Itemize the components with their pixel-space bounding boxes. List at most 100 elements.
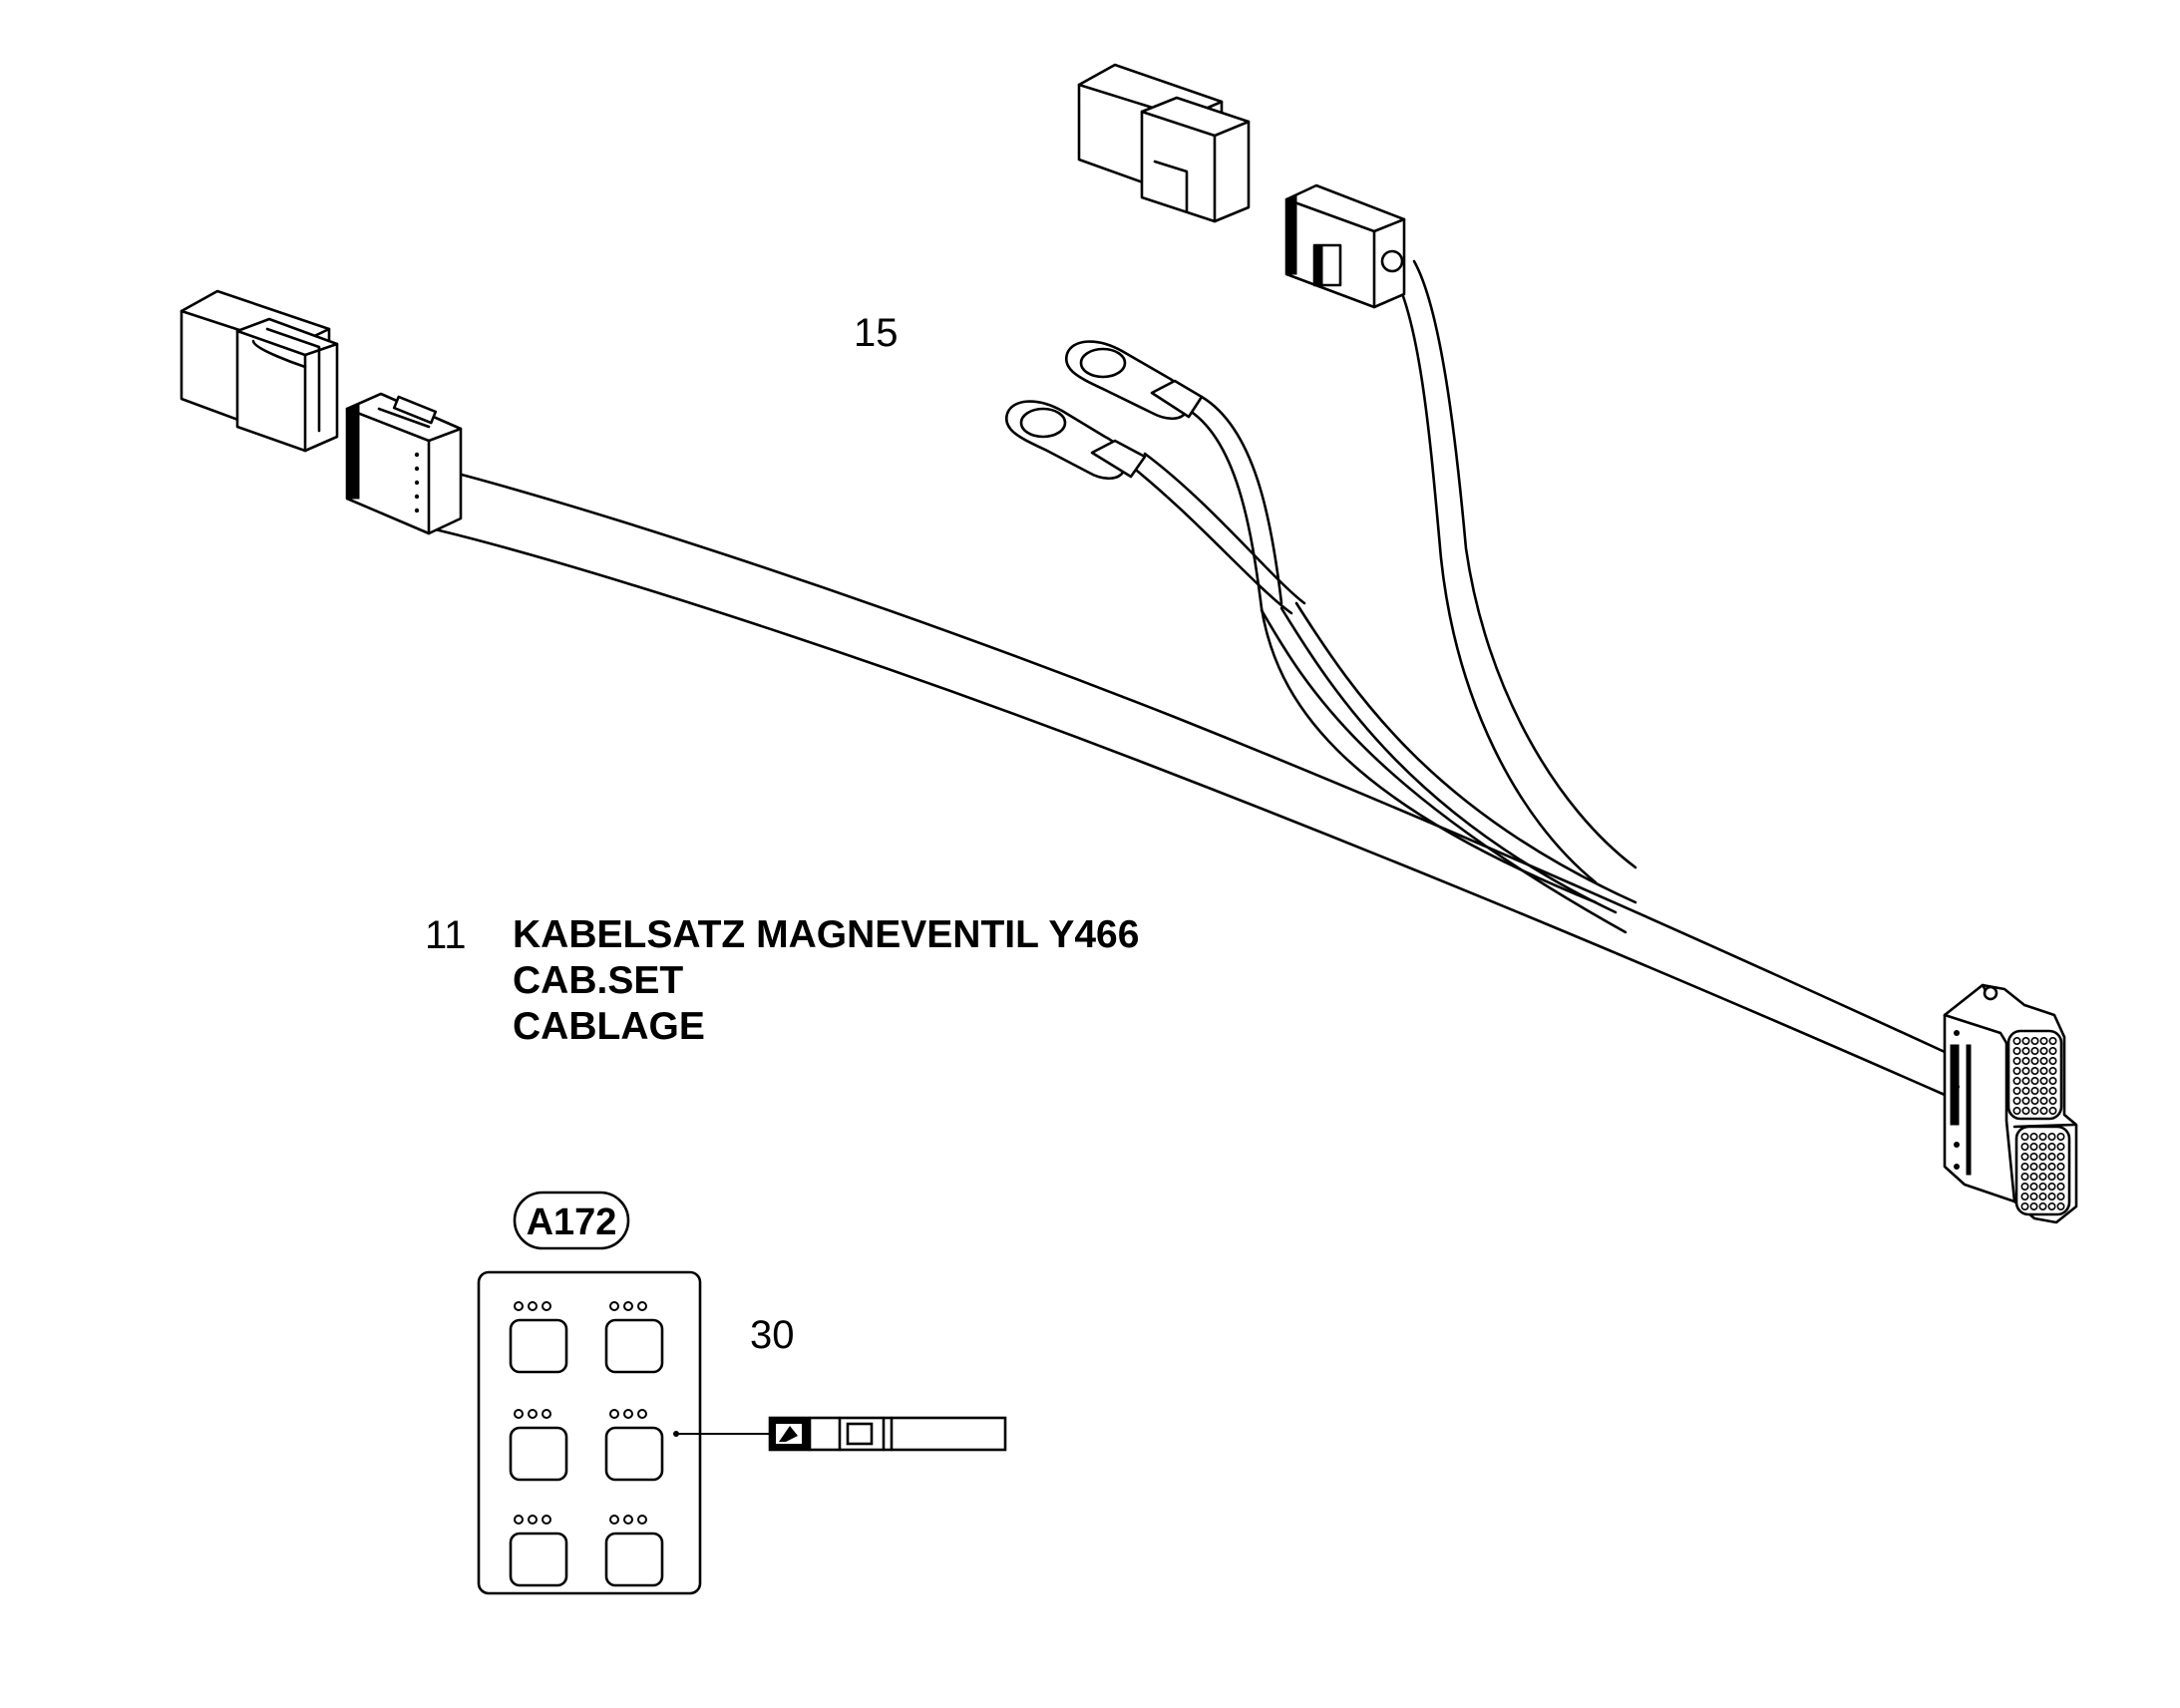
plug-pin — [2029, 1202, 2038, 1211]
plug-pin — [2030, 1087, 2039, 1096]
plug-pin — [2038, 1202, 2047, 1211]
plug-pin — [2039, 1107, 2048, 1116]
reference-tag-label: A172 — [527, 1201, 617, 1243]
block-cavity — [509, 1301, 568, 1374]
plug-pins-lower — [2014, 1125, 2071, 1216]
plug-pin — [2020, 1173, 2029, 1182]
plug-pin — [2039, 1057, 2048, 1066]
title-line-de: KABELSATZ MAGNEVENTIL Y466 — [513, 913, 1139, 956]
plug-pin — [2020, 1153, 2029, 1162]
plug-pin — [2038, 1143, 2047, 1152]
plug-pin — [2020, 1183, 2029, 1192]
title-callout-number: 11 — [425, 913, 467, 957]
plug-pin — [2030, 1077, 2039, 1086]
plug-pin — [2012, 1057, 2021, 1066]
plug-pin — [2021, 1067, 2030, 1076]
plug-pin — [2039, 1037, 2048, 1046]
plug-pin — [2038, 1173, 2047, 1182]
plug-pin — [2029, 1193, 2038, 1201]
ring-terminal-lower — [1004, 400, 1147, 481]
plug-pin — [2048, 1097, 2057, 1106]
plug-pin — [2047, 1133, 2056, 1142]
plug-pin — [2038, 1163, 2047, 1172]
plug-pin — [2047, 1183, 2056, 1192]
plug-pin — [2029, 1173, 2038, 1182]
plug-pin — [2021, 1077, 2030, 1086]
plug-pin — [2021, 1047, 2030, 1056]
plug-pin — [2029, 1163, 2038, 1172]
plug-pin — [2038, 1133, 2047, 1142]
plug-pin — [2047, 1163, 2056, 1172]
plug-pin — [2056, 1133, 2065, 1142]
plug-pin — [2056, 1163, 2065, 1172]
plug-pin — [2056, 1183, 2065, 1192]
block-cavity — [604, 1515, 664, 1587]
pin-contact-icon — [768, 1416, 1007, 1452]
top-connector-assembly — [1077, 63, 1406, 309]
plug-pin — [2021, 1037, 2030, 1046]
plug-pin — [2048, 1057, 2057, 1066]
plug-pin — [2048, 1077, 2057, 1086]
plug-pin — [2039, 1047, 2048, 1056]
plug-pin — [2012, 1067, 2021, 1076]
plug-pin — [2020, 1133, 2029, 1142]
main-cable — [429, 465, 1947, 1097]
plug-pin — [2012, 1097, 2021, 1106]
plug-pin — [2030, 1107, 2039, 1116]
plug-pin — [2056, 1143, 2065, 1152]
block-cavity — [604, 1301, 664, 1374]
block-cavity — [509, 1409, 568, 1482]
title-line-fr: CABLAGE — [513, 1005, 705, 1048]
plug-pin — [2039, 1087, 2048, 1096]
plug-pin — [2039, 1067, 2048, 1076]
plug-pin — [2012, 1037, 2021, 1046]
ring-terminal-upper — [1064, 340, 1204, 421]
plug-pin — [2047, 1153, 2056, 1162]
plug-pin — [2020, 1163, 2029, 1172]
plug-pin — [2056, 1202, 2065, 1211]
plug-pin — [2021, 1107, 2030, 1116]
reference-tag: A172 — [513, 1191, 630, 1250]
ring-terminal-wires — [1130, 395, 1637, 934]
multi-pin-plug — [1943, 983, 2078, 1224]
plug-pin — [2048, 1067, 2057, 1076]
plug-pin — [2056, 1153, 2065, 1162]
plug-pin — [2030, 1067, 2039, 1076]
block-cavity — [604, 1409, 664, 1482]
plug-pin — [2030, 1097, 2039, 1106]
plug-pin — [2048, 1037, 2057, 1046]
plug-pin — [2047, 1193, 2056, 1201]
plug-pin — [2012, 1087, 2021, 1096]
plug-pin — [2029, 1133, 2038, 1142]
plug-pin — [2030, 1037, 2039, 1046]
plug-pin — [2048, 1107, 2057, 1116]
plug-pins-upper — [2006, 1029, 2063, 1121]
plug-pin — [2047, 1202, 2056, 1211]
plug-pin — [2038, 1193, 2047, 1201]
plug-pin — [2030, 1047, 2039, 1056]
plug-pin — [2047, 1143, 2056, 1152]
plug-pin — [2048, 1087, 2057, 1096]
plug-pin — [2029, 1183, 2038, 1192]
block-cavity — [509, 1515, 568, 1587]
plug-pin — [2021, 1057, 2030, 1066]
plug-pin — [2048, 1047, 2057, 1056]
top-connector-wire — [1389, 259, 1637, 884]
plug-pin — [2056, 1193, 2065, 1201]
plug-pin — [2029, 1143, 2038, 1152]
plug-pin — [2029, 1153, 2038, 1162]
plug-pin — [2021, 1087, 2030, 1096]
plug-pin — [2012, 1047, 2021, 1056]
plug-pin — [2039, 1077, 2048, 1086]
harness-callout-number: 15 — [854, 311, 899, 355]
plug-pin — [2030, 1057, 2039, 1066]
plug-pin — [2039, 1097, 2048, 1106]
title-line-en: CAB.SET — [513, 959, 683, 1002]
plug-pin — [2038, 1153, 2047, 1162]
plug-pin — [2012, 1107, 2021, 1116]
plug-pin — [2020, 1193, 2029, 1201]
pin-callout-number: 30 — [750, 1313, 795, 1357]
left-connector-assembly — [180, 289, 463, 535]
plug-pin — [2020, 1143, 2029, 1152]
